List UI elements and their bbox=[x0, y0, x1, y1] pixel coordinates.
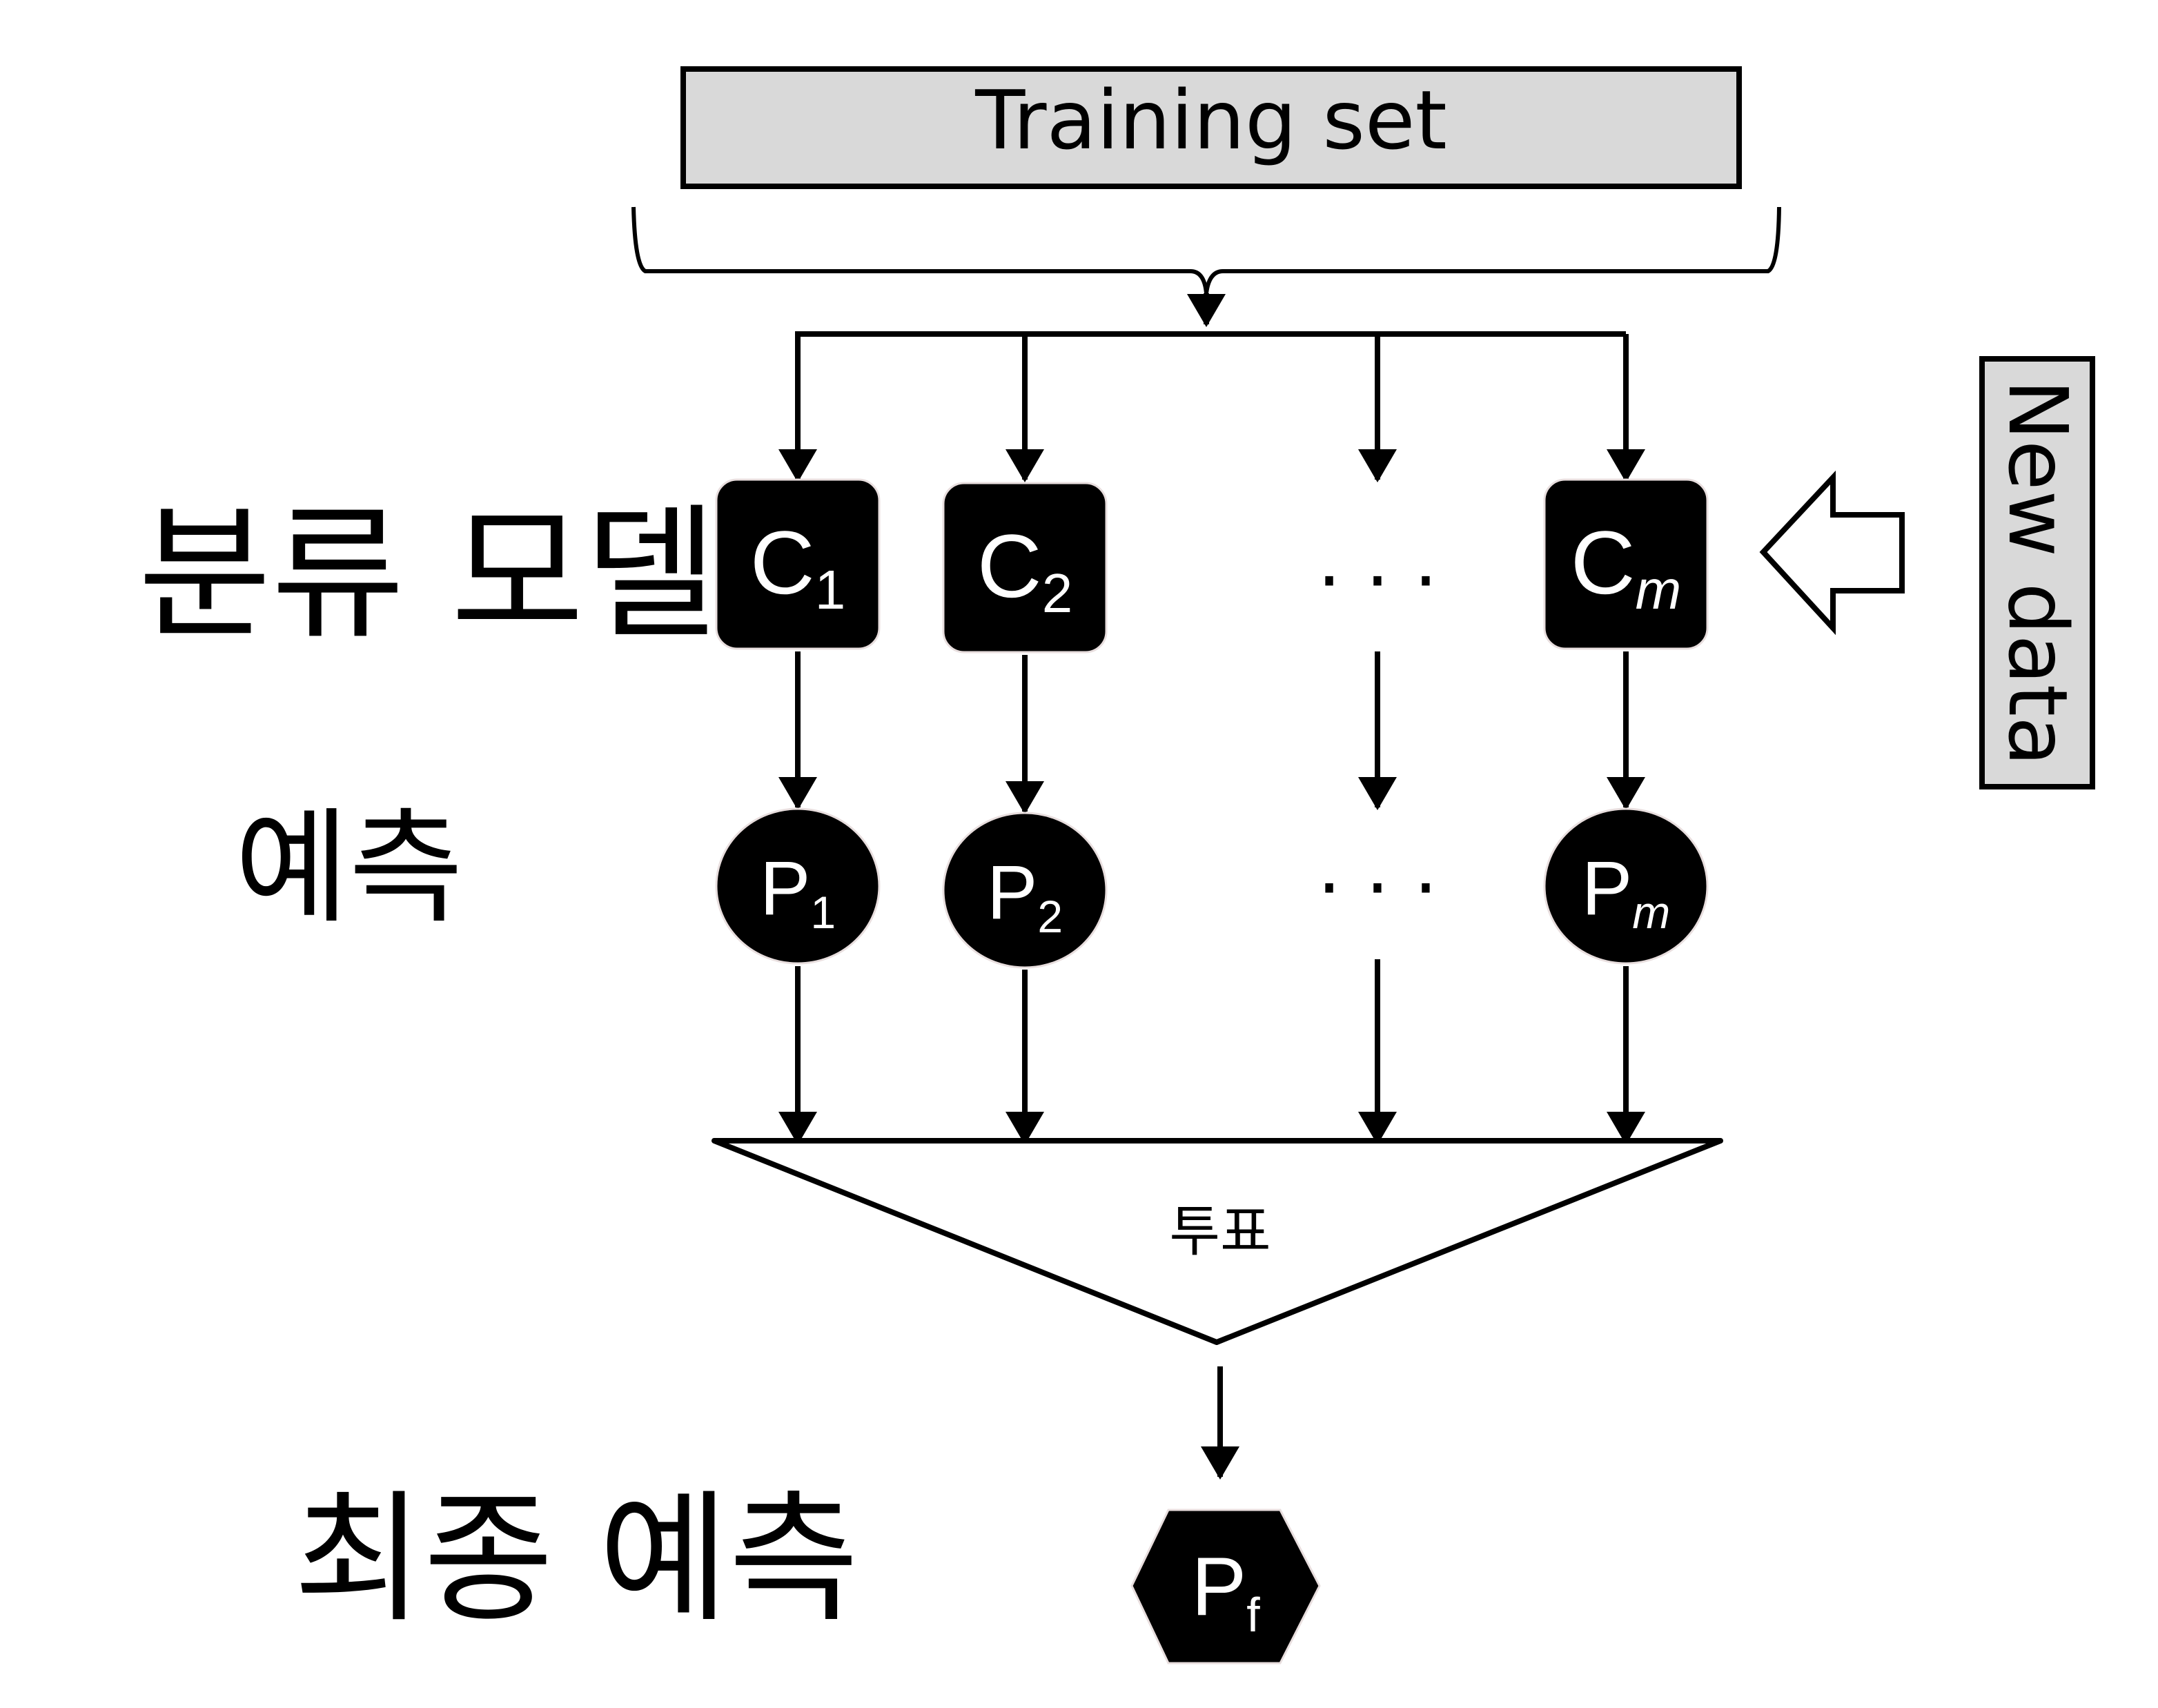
distribution-lines bbox=[778, 293, 1645, 482]
training-set-box: Training set bbox=[680, 66, 1742, 189]
svg-text:Cm: Cm bbox=[1571, 512, 1682, 620]
final-letter: P bbox=[1191, 1540, 1246, 1633]
classifier-2-letter: C bbox=[977, 516, 1042, 616]
classifier-m-subscript: m bbox=[1636, 559, 1682, 620]
prediction-to-vote-arrows bbox=[778, 959, 1645, 1145]
classifier-ellipsis: · · · bbox=[1317, 537, 1438, 625]
prediction-node-2: P2 bbox=[942, 812, 1108, 969]
new-data-label: New data bbox=[1990, 380, 2086, 767]
svg-text:Pf: Pf bbox=[1191, 1540, 1260, 1642]
final-subscript: f bbox=[1246, 1588, 1260, 1642]
curly-brace bbox=[631, 206, 1781, 294]
vote-triangle: 투표 bbox=[712, 1138, 1723, 1345]
prediction-m-letter: P bbox=[1582, 846, 1632, 931]
classifier-box-m: Cm bbox=[1543, 478, 1709, 650]
svg-text:C2: C2 bbox=[977, 516, 1072, 624]
final-prediction-row-label: 최종 예측 bbox=[293, 1478, 859, 1642]
prediction-ellipsis: · · · bbox=[1317, 844, 1438, 932]
new-data-arrow bbox=[1759, 470, 1905, 636]
final-prediction-node: Pf bbox=[1130, 1509, 1321, 1665]
classifier-1-letter: C bbox=[750, 512, 815, 613]
classifier-box-1: C1 bbox=[715, 478, 881, 650]
predictions-row-label: 예측 bbox=[235, 796, 463, 941]
classifier-box-2: C2 bbox=[942, 482, 1108, 654]
classifier-2-subscript: 2 bbox=[1042, 562, 1073, 624]
vote-label: 투표 bbox=[1169, 1199, 1271, 1264]
prediction-2-letter: P bbox=[987, 850, 1037, 935]
prediction-node-1: P1 bbox=[715, 807, 881, 965]
training-set-label: Training set bbox=[974, 72, 1446, 168]
classifier-1-subscript: 1 bbox=[815, 559, 846, 620]
svg-text:C1: C1 bbox=[750, 512, 845, 620]
prediction-1-subscript: 1 bbox=[810, 887, 836, 938]
svg-text:P2: P2 bbox=[987, 850, 1063, 942]
prediction-m-subscript: m bbox=[1632, 887, 1670, 938]
classifier-to-prediction-arrows bbox=[778, 651, 1645, 814]
svg-text:P1: P1 bbox=[760, 846, 836, 938]
new-data-box: New data bbox=[1979, 356, 2095, 789]
svg-text:Pm: Pm bbox=[1582, 846, 1670, 938]
prediction-1-letter: P bbox=[760, 846, 810, 931]
classifier-m-letter: C bbox=[1571, 512, 1636, 613]
prediction-node-m: Pm bbox=[1543, 807, 1709, 965]
classifiers-row-label: 분류 모델 bbox=[138, 490, 718, 659]
prediction-2-subscript: 2 bbox=[1037, 891, 1063, 942]
